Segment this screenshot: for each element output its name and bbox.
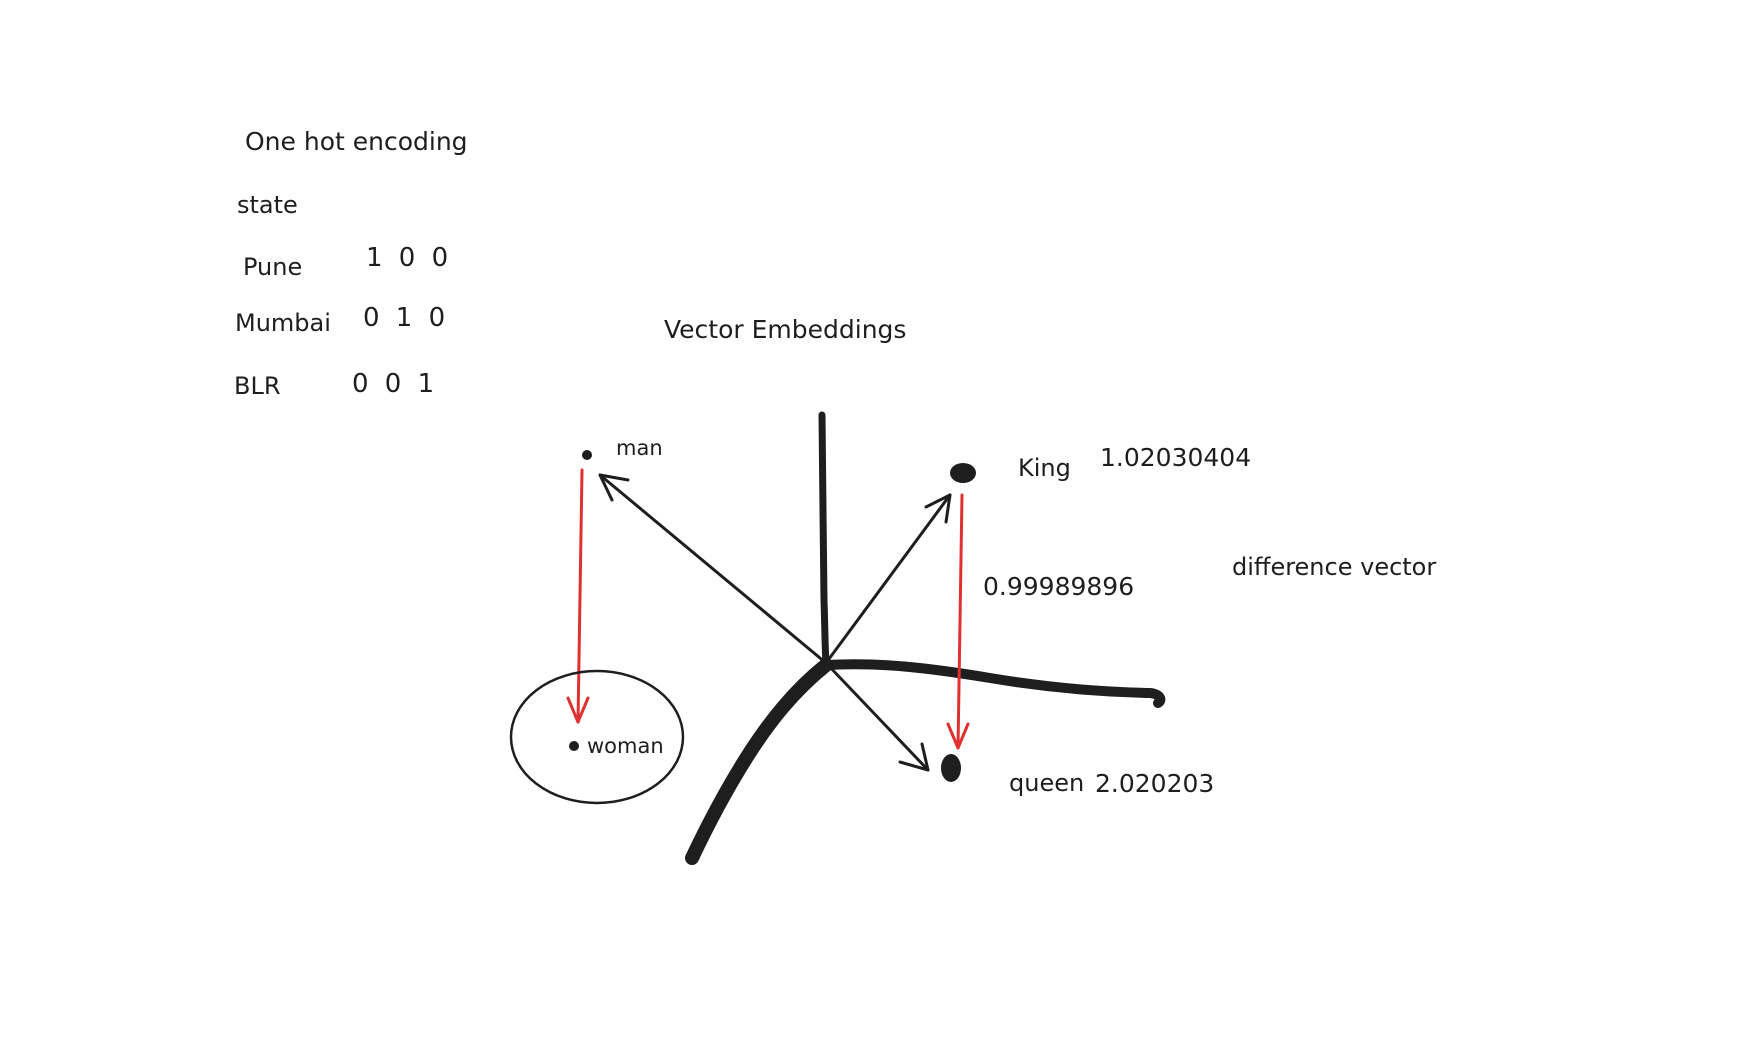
vector-to-man-arrowhead (598, 473, 630, 502)
queen-value: 2.020203 (1095, 769, 1215, 798)
one-hot-title: One hot encoding (245, 127, 468, 156)
row-label-blr: BLR (234, 372, 281, 400)
man-point (582, 450, 592, 460)
man-to-woman-arrow (576, 468, 584, 724)
row-code-mumbai: 0 1 0 (363, 303, 450, 333)
king-point (950, 463, 976, 483)
vector-to-man (598, 473, 828, 665)
row-code-blr: 0 0 1 (352, 369, 439, 399)
y-axis (818, 411, 830, 667)
embeddings-title: Vector Embeddings (664, 315, 907, 344)
row-label-mumbai: Mumbai (235, 309, 331, 337)
row-label-pune: Pune (243, 253, 303, 281)
man-label: man (616, 436, 663, 460)
vector-to-king-arrowhead (924, 493, 952, 524)
woman-highlight-ellipse (509, 669, 685, 805)
difference-value: 0.99989896 (983, 572, 1135, 601)
queen-point (941, 754, 961, 782)
king-to-queen-arrowhead (946, 722, 970, 750)
king-value: 1.02030404 (1100, 443, 1252, 472)
row-code-pune: 1 0 0 (366, 243, 453, 273)
king-to-queen-arrow (956, 493, 964, 750)
man-to-woman-arrowhead (566, 696, 590, 724)
z-axis (685, 658, 833, 865)
king-label: King (1018, 454, 1071, 482)
vector-to-queen (824, 661, 930, 772)
x-axis (821, 659, 1166, 708)
woman-point (569, 741, 579, 751)
woman-label: woman (587, 734, 664, 758)
vector-to-king (824, 493, 952, 665)
vector-to-queen-arrowhead (898, 742, 930, 772)
queen-label: queen (1009, 769, 1085, 797)
difference-vector-label: difference vector (1232, 553, 1437, 581)
state-header: state (237, 191, 298, 219)
